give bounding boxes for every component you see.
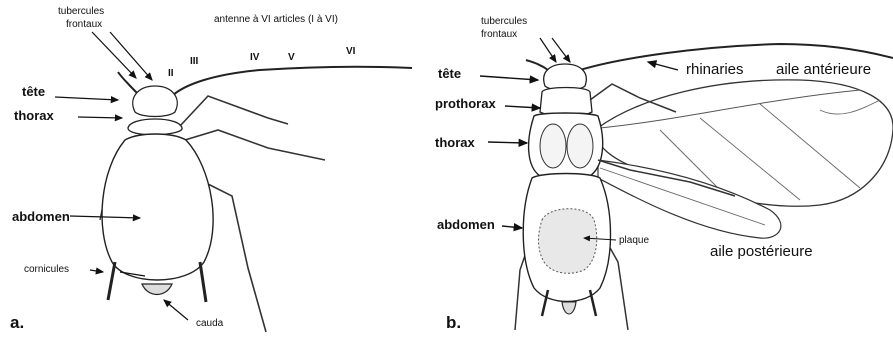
label-prothorax: prothorax (435, 96, 496, 111)
cauda (142, 284, 172, 295)
prothorax-b (540, 88, 592, 117)
label-ant-IV: IV (250, 52, 260, 63)
label-plaque: plaque (619, 235, 649, 246)
leg-mid-right (185, 130, 325, 160)
label-thorax-b: thorax (435, 135, 476, 150)
label-tubercules-a-1: tubercules (58, 6, 104, 17)
label-abdomen-a: abdomen (12, 209, 70, 224)
label-ant-II: II (168, 68, 174, 79)
head-a (133, 86, 178, 117)
label-cauda: cauda (196, 318, 224, 329)
panel-a-aphid-apterous: tubercules frontaux antenne à VI article… (10, 6, 412, 332)
leg-front-right (180, 96, 288, 126)
label-aile-anterieure: aile antérieure (776, 61, 871, 78)
antenna-b-left (526, 60, 548, 70)
label-antenne: antenne à VI articles (I à VI) (214, 14, 338, 25)
label-tubercules-b-1: tubercules (481, 16, 527, 27)
label-tubercules-a-2: frontaux (66, 19, 102, 30)
abdomen-a (102, 134, 213, 280)
label-rhinaries: rhinaries (686, 61, 744, 78)
label-cornicules: cornicules (24, 264, 69, 275)
cornicule-right (200, 262, 206, 302)
panel-letter-b: b. (446, 313, 461, 332)
label-ant-V: V (288, 52, 295, 63)
label-abdomen-b: abdomen (437, 217, 495, 232)
label-ant-VI: VI (346, 46, 356, 57)
panel-letter-a: a. (10, 313, 24, 332)
thorax-a (128, 119, 182, 135)
label-tete-b: tête (438, 66, 461, 81)
label-tubercules-b-2: frontaux (481, 29, 517, 40)
head-b (544, 64, 587, 91)
cornicule-left (108, 262, 115, 300)
label-aile-posterieure: aile postérieure (710, 243, 813, 260)
antenna-right (172, 67, 412, 96)
label-thorax-a: thorax (14, 108, 55, 123)
plaque-shape (539, 209, 597, 274)
panel-b-aphid-winged: tubercules frontaux rhinaries aile antér… (435, 16, 893, 332)
label-tete-a: tête (22, 84, 45, 99)
label-ant-III: III (190, 56, 199, 67)
